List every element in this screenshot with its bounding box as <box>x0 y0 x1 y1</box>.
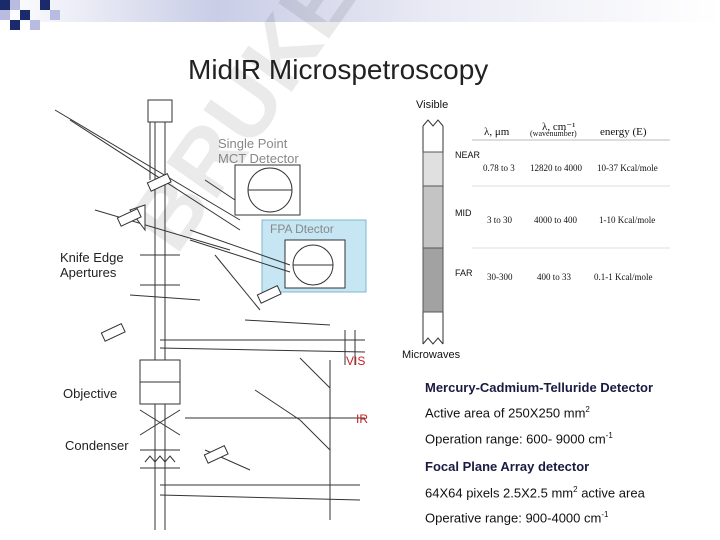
objective-label: Objective <box>63 386 118 401</box>
optical-path-diagram <box>54 99 367 530</box>
spectrum-chart <box>422 119 670 345</box>
col-header-energy: energy (E) <box>600 126 647 138</box>
microwaves-label: Microwaves <box>402 349 461 361</box>
row-far-cm: 400 to 33 <box>537 272 572 282</box>
mid-band-letters: MID <box>455 208 472 218</box>
vis-label: VIS <box>346 354 366 368</box>
corner-square <box>40 0 50 10</box>
mct-detector-label: MCT Detector <box>218 151 299 166</box>
knife-edge-label: Knife Edge <box>60 250 124 265</box>
single-point-label: Single Point <box>218 136 288 151</box>
row-far-energy: 0.1-1 Kcal/mole <box>594 272 653 282</box>
row-mid-energy: 1-10 Kcal/mole <box>599 215 656 225</box>
corner-square <box>0 10 10 20</box>
corner-square <box>0 0 10 10</box>
ir-label: IR <box>356 412 368 426</box>
corner-square <box>30 20 40 30</box>
mct-operation-range: Operation range: 600- 9000 cm-1 <box>425 431 613 447</box>
col-header-um: λ, μm <box>484 126 510 138</box>
row-mid-um: 3 to 30 <box>487 215 513 225</box>
apertures-label: Apertures <box>60 265 117 280</box>
fpa-heading: Focal Plane Array detector <box>425 459 590 474</box>
far-band-letters: FAR <box>455 268 473 278</box>
mct-heading: Mercury-Cadmium-Telluride Detector <box>425 380 654 395</box>
col-header-cm: λ, cm⁻¹ <box>542 121 576 133</box>
mct-active-area: Active area of 250X250 mm2 <box>425 405 590 421</box>
near-band-letters: NEAR <box>455 150 481 160</box>
page-title: MidIR Microspetroscopy <box>188 54 489 85</box>
fpa-pixels: 64X64 pixels 2.5X2.5 mm2 active area <box>425 485 645 501</box>
corner-square <box>10 20 20 30</box>
fpa-operative-range: Operative range: 900-4000 cm-1 <box>425 510 609 526</box>
row-far-um: 30-300 <box>487 272 513 282</box>
fpa-detector-label: FPA Dtector <box>270 222 334 236</box>
mid-band <box>422 185 444 249</box>
row-near-cm: 12820 to 4000 <box>530 163 583 173</box>
row-mid-cm: 4000 to 400 <box>534 215 578 225</box>
near-band <box>422 151 444 187</box>
header-gradient-bar <box>0 0 720 22</box>
visible-label: Visible <box>416 99 449 111</box>
corner-square <box>20 10 30 20</box>
col-header-wavenumber: (wavenumber) <box>530 129 577 138</box>
far-band <box>422 247 444 313</box>
condenser-label: Condenser <box>65 438 129 453</box>
corner-square <box>10 0 20 10</box>
corner-square <box>50 10 60 20</box>
row-near-energy: 10-37 Kcal/mole <box>597 163 658 173</box>
row-near-um: 0.78 to 3 <box>483 163 515 173</box>
